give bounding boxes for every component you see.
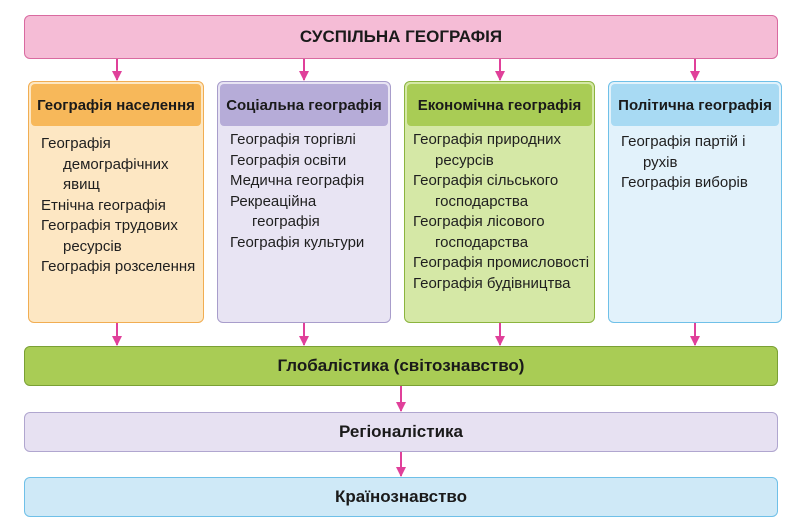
branch-item: Географія трудових ресурсів — [41, 217, 178, 255]
branch-economic-geography: Економічна географія Географія природних… — [404, 81, 595, 323]
branch-items: Географія партій і рухів Географія вибор… — [621, 132, 777, 194]
regionalistics-bar: Регіоналістика — [24, 412, 778, 452]
branch-item: Географія виборів — [621, 174, 748, 191]
country-studies-bar: Країнознавство — [24, 477, 778, 517]
branch-item: Етнічна географія — [41, 196, 166, 214]
globalistics-bar: Глобалістика (світознавство) — [24, 346, 778, 386]
branch-items: Географія природних ресурсів Географія с… — [413, 130, 592, 294]
branch-item: Рекреаційна географія — [230, 192, 320, 231]
globalistics-label: Глобалістика (світознавство) — [277, 356, 525, 375]
branch-social-geography: Соціальна географія Географія торгівлі Г… — [217, 81, 391, 323]
branch-item: Географія освіти — [230, 151, 347, 169]
branch-title: Соціальна географія — [220, 84, 388, 126]
country-studies-label: Країнознавство — [334, 487, 467, 506]
social-geography-header: СУСПІЛЬНА ГЕОГРАФІЯ — [24, 15, 778, 59]
branch-title: Політична географія — [611, 84, 779, 126]
branch-item: Географія лісового господарства — [413, 213, 545, 251]
branch-item: Медична географія — [230, 172, 365, 189]
branch-item: Географія торгівлі — [230, 131, 356, 148]
branch-title: Географія населення — [31, 84, 201, 126]
branch-items: Географія торгівлі Географія освіти Меди… — [230, 130, 386, 253]
branch-item: Географія промисловості — [413, 254, 590, 271]
branch-item: Географія культури — [230, 233, 365, 251]
branch-item: Географія партій і рухів — [621, 133, 746, 171]
branch-item: Географія демографічних явищ — [41, 135, 169, 193]
header-title: СУСПІЛЬНА ГЕОГРАФІЯ — [299, 27, 503, 46]
branch-item: Географія природних ресурсів — [413, 131, 562, 169]
branch-item: Географія розселення — [41, 258, 196, 275]
branch-population-geography: Географія населення Географія демографіч… — [28, 81, 204, 323]
branch-item: Географія сільського господарства — [413, 172, 559, 210]
branch-item: Географія будівництва — [413, 274, 571, 292]
branch-title: Економічна географія — [407, 84, 592, 126]
branch-items: Географія демографічних явищ Етнічна гео… — [41, 134, 199, 278]
regionalistics-label: Регіоналістика — [339, 422, 463, 441]
branch-political-geography: Політична географія Географія партій і р… — [608, 81, 782, 323]
